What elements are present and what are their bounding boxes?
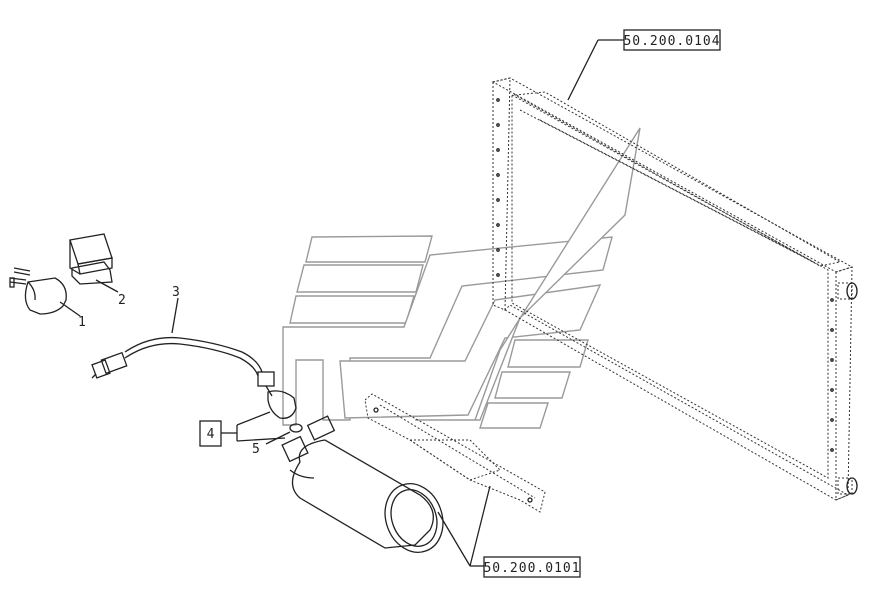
watermark-logo bbox=[282, 127, 641, 429]
callout-4: 4 bbox=[207, 427, 215, 442]
part-1-relay-plug bbox=[9, 267, 81, 317]
radiator-fitting-top bbox=[837, 282, 858, 300]
callout-3: 3 bbox=[172, 285, 180, 300]
part-3-wiring-harness bbox=[91, 297, 297, 419]
radiator-reference-label: 50.200.0104 bbox=[623, 34, 720, 49]
receiver-reference[interactable]: 50.200.0101 bbox=[437, 485, 581, 578]
callout-1: 1 bbox=[78, 315, 86, 330]
radiator-reference[interactable]: 50.200.0104 bbox=[567, 29, 721, 101]
part-2-relay bbox=[69, 233, 119, 293]
callout-2: 2 bbox=[118, 293, 126, 308]
receiver-drier-bracket bbox=[281, 393, 546, 553]
receiver-reference-label: 50.200.0101 bbox=[483, 561, 580, 576]
radiator-condenser bbox=[491, 77, 858, 501]
callout-5: 5 bbox=[252, 442, 260, 457]
radiator-holes-left bbox=[496, 98, 500, 277]
radiator-fitting-bottom bbox=[837, 477, 858, 495]
radiator-holes-right bbox=[830, 298, 834, 452]
part-5-o-ring bbox=[265, 423, 303, 445]
